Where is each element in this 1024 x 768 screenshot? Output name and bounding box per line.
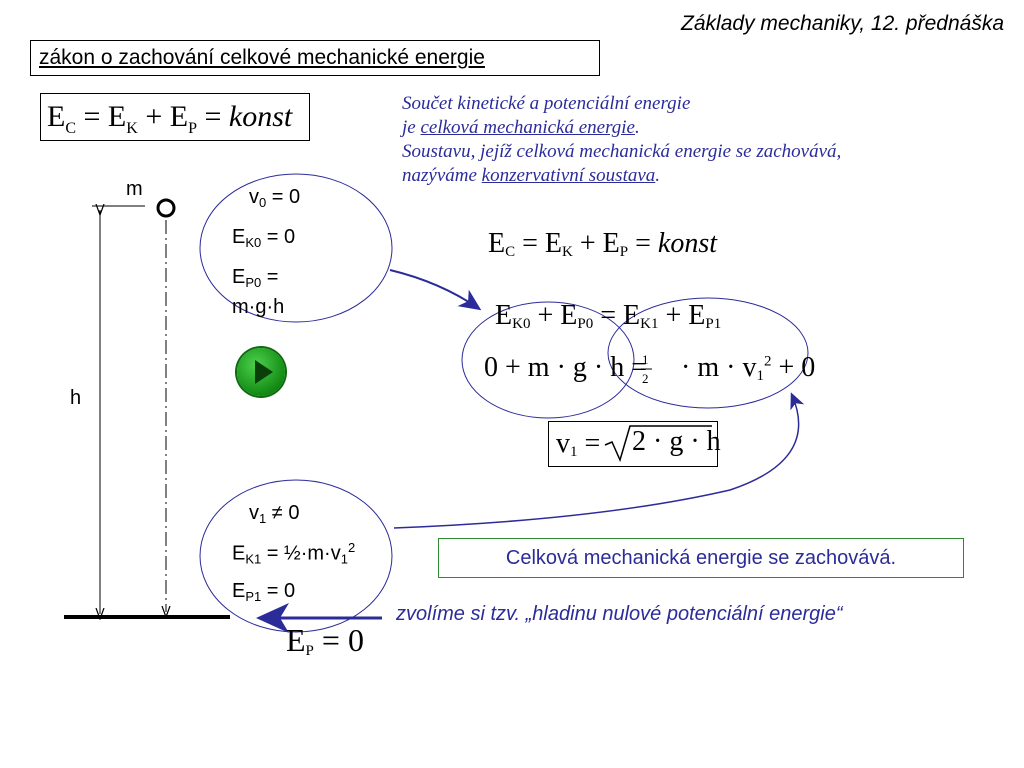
zero-level-note: zvolíme si tzv. „hladinu nulové potenciá… [396, 603, 843, 625]
lecture-header: Základy mechaniky, 12. přednáška [681, 12, 1004, 35]
state1-potential: EP1 = 0 [232, 580, 296, 604]
velocity-expression: 2 · g · h [632, 426, 721, 457]
energy-balance-row1: EK0 + EP0 = EK1 + EP1 [495, 300, 722, 332]
result-box: Celková mechanická energie se zachovává. [438, 538, 964, 578]
state0-ellipse [199, 173, 393, 323]
energy-left-ellipse [461, 301, 635, 419]
energy-balance-row2: 0 + m · g · h = · m · v12 + 0 [484, 352, 816, 384]
state1-velocity: v1 ≠ 0 [249, 502, 300, 526]
repeated-equation: EC = EK + EP = konst [488, 228, 718, 260]
sqrt-icon [604, 425, 712, 463]
description-text: Součet kinetické a potenciální energie j… [402, 93, 842, 186]
state0-potential: EP0 = [232, 266, 279, 290]
energy-right-ellipse [607, 297, 809, 409]
state0-kinetic: EK0 = 0 [232, 226, 296, 250]
arrow-state1-to-balance [393, 392, 805, 529]
main-equation-box: EC = EK + EP = konst [40, 93, 310, 141]
height-label: h [70, 387, 82, 409]
fraction-numerator: 1 [642, 352, 649, 367]
mass-label: m [126, 178, 143, 200]
state1-kinetic: EK1 = ½·m·v12 [232, 540, 356, 567]
state0-potential-value: m·g·h [232, 296, 285, 318]
fraction-denominator: 2 [642, 371, 649, 386]
mass-icon [156, 198, 176, 218]
arrow-state0-to-balance [389, 269, 482, 311]
state1-ellipse [199, 479, 393, 633]
play-button[interactable] [237, 348, 285, 396]
state0-velocity: v0 = 0 [249, 186, 301, 210]
velocity-box [548, 421, 718, 467]
velocity-equation: v1 = [556, 428, 601, 460]
slide-title: zákon o zachování celkové mechanické ene… [30, 40, 600, 76]
ep-zero-equation: EP = 0 [286, 622, 364, 659]
